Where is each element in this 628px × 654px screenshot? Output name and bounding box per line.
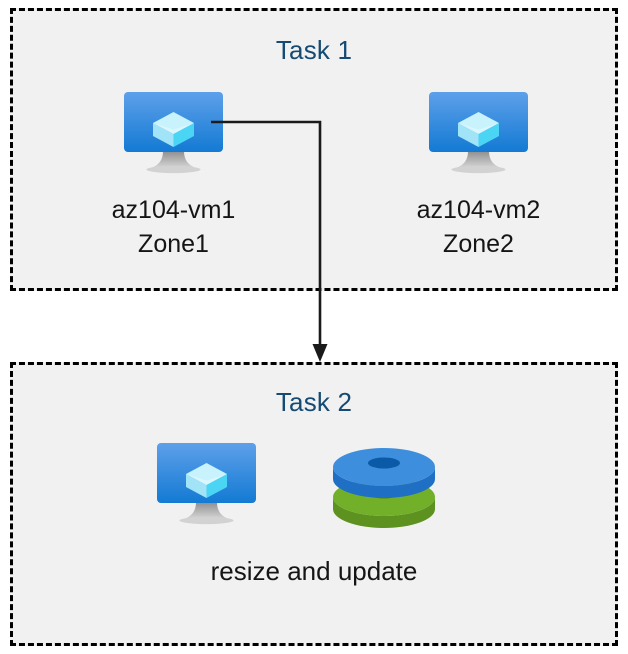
task-2-caption: resize and update xyxy=(210,556,418,586)
node-managed-disks[interactable] xyxy=(325,440,443,535)
node-az104-vm1[interactable]: az104-vm1 Zone1 xyxy=(71,89,276,261)
azure-virtual-machine-icon xyxy=(156,443,256,525)
node-az104-vm2[interactable]: az104-vm2 Zone2 xyxy=(376,89,581,261)
node-az104-vm1-label: az104-vm1 Zone1 xyxy=(71,193,276,261)
vm2-name: az104-vm2 xyxy=(416,196,541,224)
task-1-container: Task 1 xyxy=(10,8,618,291)
node-task2-vm[interactable] xyxy=(142,440,270,530)
task-1-title: Task 1 xyxy=(275,35,353,65)
vm1-zone: Zone1 xyxy=(138,230,209,258)
vm1-name: az104-vm1 xyxy=(111,196,236,224)
vm2-zone: Zone2 xyxy=(443,230,514,258)
task-2-title: Task 2 xyxy=(275,387,353,417)
node-az104-vm2-label: az104-vm2 Zone2 xyxy=(376,193,581,261)
task-2-container: Task 2 xyxy=(10,362,618,646)
azure-virtual-machine-icon xyxy=(124,92,223,174)
azure-virtual-machine-icon xyxy=(429,92,528,174)
azure-managed-disks-icon xyxy=(332,448,435,528)
